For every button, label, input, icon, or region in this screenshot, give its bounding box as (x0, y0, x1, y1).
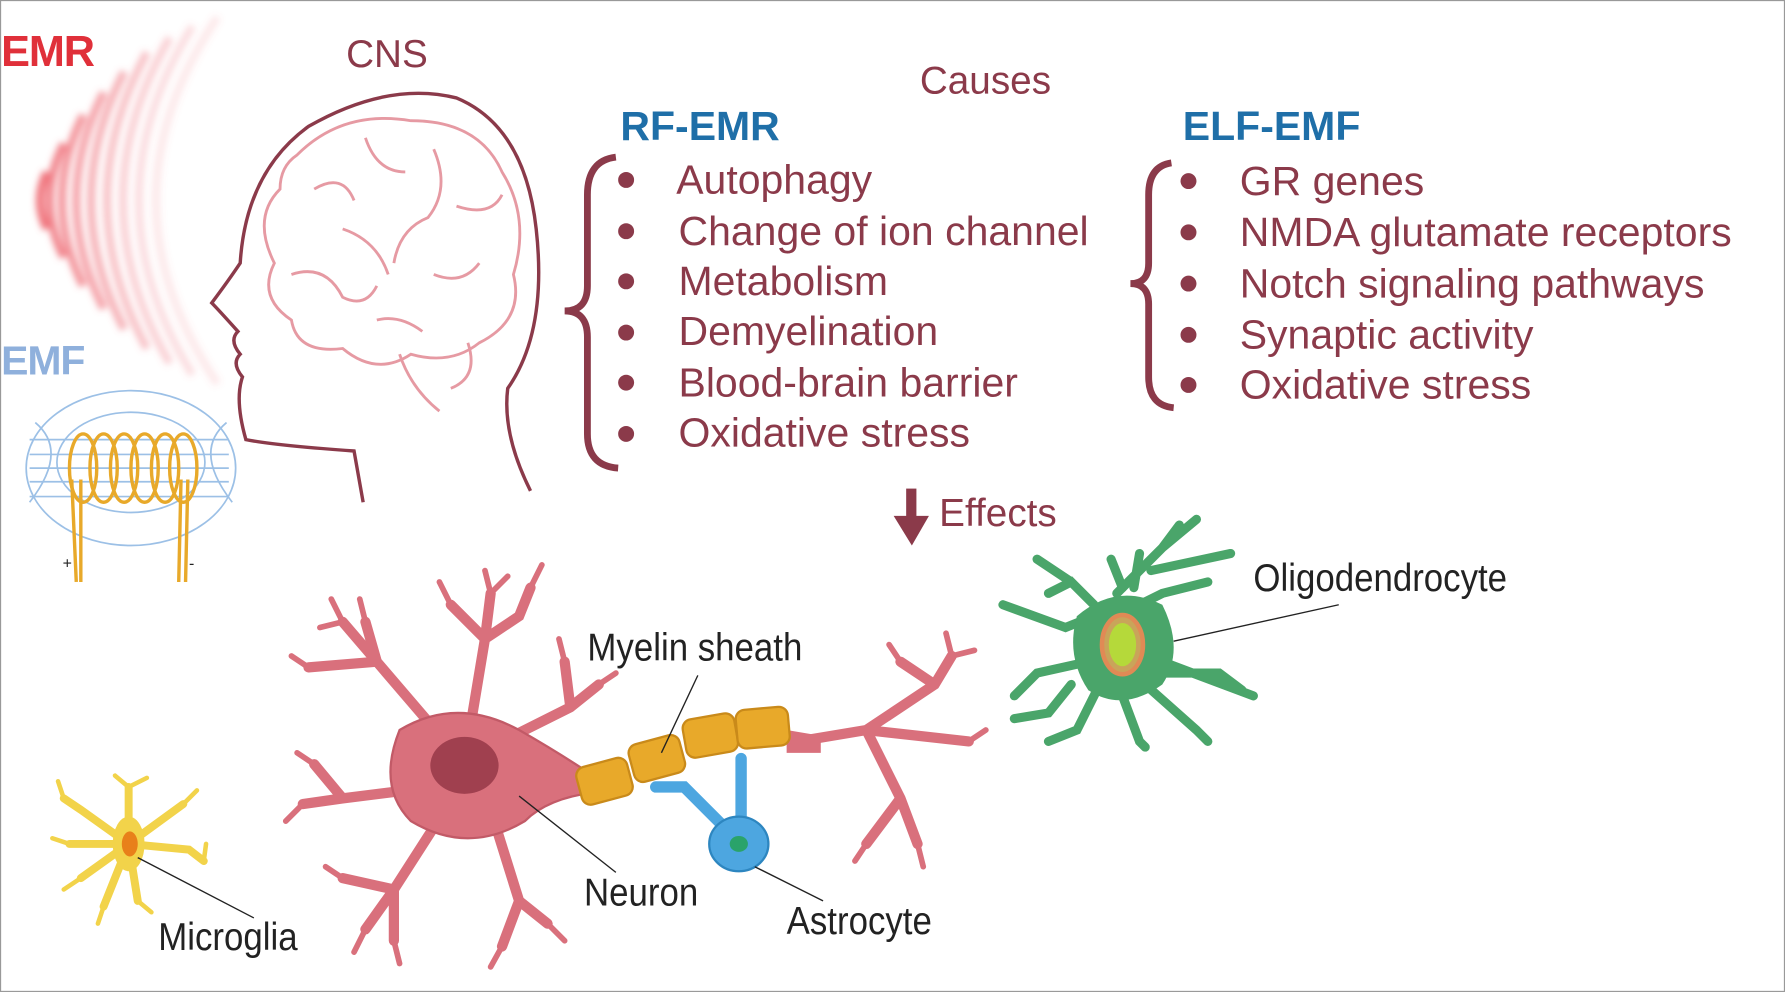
coil-magnetic-field-icon (25, 389, 237, 583)
rf-emr-heading: RF-EMR (620, 102, 780, 150)
bullet (618, 374, 635, 391)
myelin-sheath-icon (575, 705, 791, 806)
oligodendrocyte-icon (998, 514, 1258, 752)
causes-label: Causes (919, 59, 1052, 103)
rf-emr-brace-icon (564, 153, 619, 472)
brain-icon (262, 117, 522, 413)
elf-emf-brace-icon (1130, 159, 1175, 412)
emf-label: EMF (1, 337, 85, 384)
bullet (618, 425, 635, 442)
rf-emr-item: Blood-brain barrier (678, 358, 1018, 406)
oligodendrocyte-pointer-line (1173, 604, 1339, 642)
elf-emf-item: Synaptic activity (1239, 310, 1534, 358)
bullet (1180, 326, 1197, 343)
astrocyte-label: Astrocyte (786, 899, 932, 944)
coil-minus-label: - (188, 553, 195, 572)
emr-wave-icon (35, 14, 221, 387)
effects-label: Effects (939, 492, 1057, 536)
elf-emf-heading: ELF-EMF (1182, 102, 1361, 150)
arrow-down-icon (893, 488, 929, 546)
rf-emr-item: Demyelination (678, 307, 939, 355)
rf-emr-item: Autophagy (676, 156, 873, 203)
head-outline-icon (209, 91, 541, 503)
bullet (1180, 275, 1197, 292)
cns-label: CNS (346, 33, 428, 77)
astrocyte-icon (650, 752, 770, 873)
rf-emr-item: Oxidative stress (678, 408, 971, 456)
neuron-pointer-line (518, 795, 617, 873)
emr-label: EMR (1, 28, 95, 77)
elf-emf-item: NMDA glutamate receptors (1239, 208, 1732, 256)
bullet (618, 171, 635, 188)
neuron-icon (282, 562, 989, 970)
bullet (618, 324, 635, 341)
bullet (1180, 173, 1197, 190)
elf-emf-item: GR genes (1239, 157, 1425, 204)
astrocyte-pointer-line (754, 866, 824, 902)
myelin-sheath-label: Myelin sheath (587, 626, 803, 670)
myelin-pointer-line (660, 675, 699, 754)
elf-emf-item: Oxidative stress (1239, 361, 1532, 408)
rf-emr-item: Change of ion channel (678, 207, 1089, 254)
microglia-pointer-line (137, 856, 255, 919)
elf-emf-item: Notch signaling pathways (1239, 259, 1705, 307)
bullet (618, 273, 635, 290)
bullet (1180, 224, 1197, 241)
microglia-label: Microglia (158, 915, 298, 959)
neuron-label: Neuron (583, 871, 699, 915)
rf-emr-item: Metabolism (678, 257, 889, 305)
oligodendrocyte-label: Oligodendrocyte (1253, 556, 1508, 601)
microglia-icon (50, 773, 209, 926)
coil-plus-label: + (62, 553, 72, 572)
bullet (618, 223, 635, 240)
bullet (1180, 376, 1197, 393)
